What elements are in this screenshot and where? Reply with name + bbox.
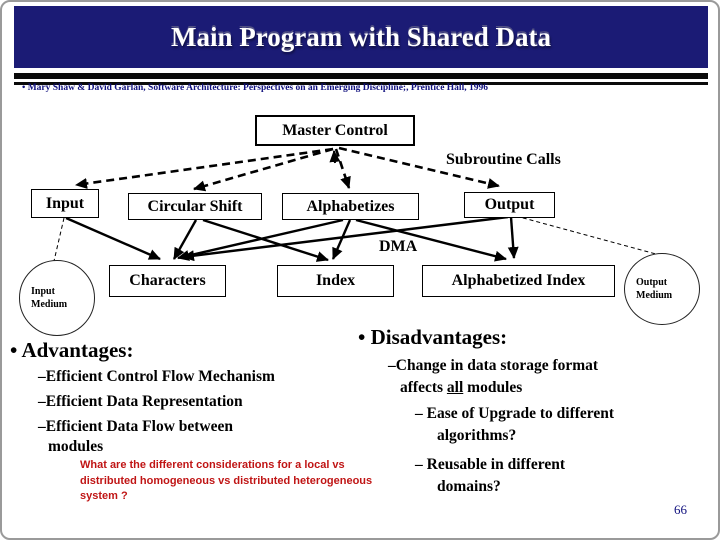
node-output-label: Output bbox=[484, 196, 535, 213]
input-medium-label-line2: Medium bbox=[31, 299, 68, 310]
node-master-control-label: Master Control bbox=[282, 121, 388, 139]
node-characters: Characters bbox=[109, 265, 226, 297]
node-circular-shift: Circular Shift bbox=[128, 193, 262, 220]
node-alphabetizes-label: Alphabetizes bbox=[306, 197, 395, 215]
disadvantage-subitem-1: – Ease of Upgrade to different algorithm… bbox=[415, 403, 614, 447]
input-medium-label-line1: Input bbox=[31, 286, 55, 297]
disadvantage-item-1: –Change in data storage format affects a… bbox=[388, 355, 598, 399]
separator-thick bbox=[14, 73, 708, 79]
output-medium-label-line2: Medium bbox=[636, 290, 673, 301]
label-subroutine-calls: Subroutine Calls bbox=[446, 151, 561, 168]
node-alphabetized-index-label: Alphabetized Index bbox=[451, 272, 586, 289]
disadvantage-item-1-line2-pre: affects bbox=[400, 379, 447, 396]
node-output: Output bbox=[464, 192, 555, 218]
disadvantage-item-1-line2: affects all modules bbox=[388, 377, 598, 399]
ellipse-input-medium: Input Medium bbox=[19, 260, 95, 336]
label-dma: DMA bbox=[379, 238, 418, 255]
advantages-heading: • Advantages: bbox=[10, 338, 134, 362]
disadvantage-subitem-2-line1: – Reusable in different bbox=[415, 456, 565, 473]
output-medium-label-line1: Output bbox=[636, 277, 668, 288]
separator-thin bbox=[14, 82, 708, 85]
node-alphabetizes: Alphabetizes bbox=[282, 193, 419, 220]
page-number: 66 bbox=[674, 502, 687, 517]
slide-title: Main Program with Shared Data bbox=[171, 22, 551, 52]
question-text: What are the different considerations fo… bbox=[80, 458, 410, 505]
node-input: Input bbox=[31, 189, 99, 218]
citation-text: • Mary Shaw & David Garlan, Software Arc… bbox=[22, 83, 488, 93]
advantage-item-1: –Efficient Control Flow Mechanism bbox=[38, 368, 275, 385]
node-index-label: Index bbox=[315, 272, 356, 289]
disadvantage-item-1-line2-post: modules bbox=[463, 379, 523, 396]
node-characters-label: Characters bbox=[129, 272, 206, 289]
disadvantage-item-1-line2-underlined: all bbox=[446, 379, 464, 396]
advantages-list: –Efficient Control Flow Mechanism –Effic… bbox=[38, 367, 275, 462]
disadvantage-subitem-2: – Reusable in different domains? bbox=[415, 454, 614, 498]
node-circular-shift-label: Circular Shift bbox=[147, 197, 243, 215]
advantage-item-3-line1: –Efficient Data Flow between bbox=[38, 418, 233, 435]
header-bar: Main Program with Shared Data bbox=[14, 6, 708, 68]
advantage-item-2: –Efficient Data Representation bbox=[38, 393, 243, 410]
ellipse-output-medium: Output Medium bbox=[624, 253, 700, 325]
disadvantages-sublist: – Ease of Upgrade to different algorithm… bbox=[415, 403, 614, 505]
node-index: Index bbox=[277, 265, 394, 297]
disadvantages-heading: • Disadvantages: bbox=[358, 325, 508, 349]
disadvantage-subitem-1-line2: algorithms? bbox=[437, 427, 517, 444]
question-line-1: What are the different considerations fo… bbox=[80, 459, 345, 471]
node-alphabetized-index: Alphabetized Index bbox=[422, 265, 615, 297]
node-input-label: Input bbox=[45, 194, 85, 212]
disadvantage-subitem-1-line1: – Ease of Upgrade to different bbox=[415, 405, 615, 422]
advantage-item-3: –Efficient Data Flow between modules bbox=[38, 417, 275, 457]
disadvantage-subitem-2-line2: domains? bbox=[437, 478, 501, 495]
disadvantage-item-1-line1: –Change in data storage format bbox=[388, 357, 599, 374]
question-line-3: system ? bbox=[80, 490, 128, 502]
node-master-control: Master Control bbox=[255, 115, 415, 146]
advantage-item-3-line2: modules bbox=[48, 438, 104, 455]
question-line-2: distributed homogeneous vs distributed h… bbox=[80, 474, 373, 487]
